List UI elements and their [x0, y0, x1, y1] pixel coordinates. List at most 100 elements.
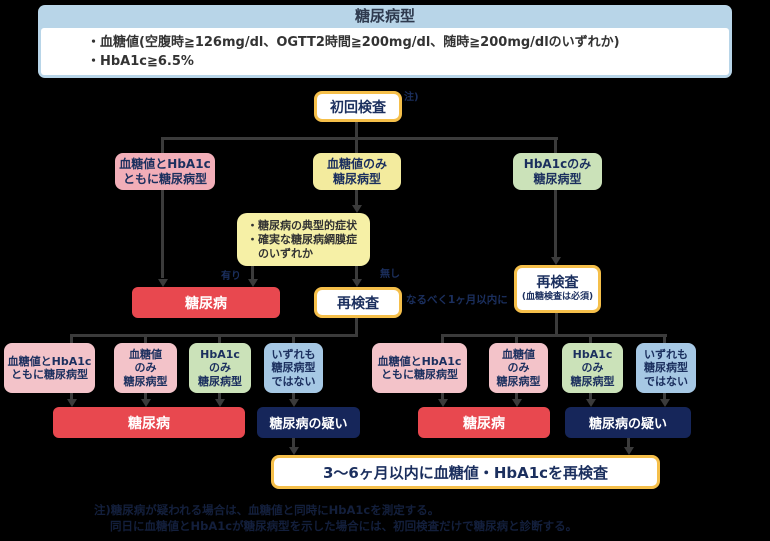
connector-line	[144, 336, 147, 344]
connector-line	[663, 336, 666, 344]
r2r-neither-line3: ではない	[644, 374, 688, 388]
row2-left-glucose-box: 血糖値 のみ 糖尿病型	[114, 343, 177, 393]
r2r-neither-line2: 糖尿病型	[644, 361, 688, 375]
r2l-neither-line3: ではない	[271, 374, 316, 388]
label-absent: 無し	[380, 269, 400, 280]
row2-right-hba1c-box: HbA1c のみ 糖尿病型	[562, 343, 623, 393]
connector-line	[355, 190, 358, 205]
diabetes-bottom-left-label: 糖尿病	[128, 415, 170, 432]
r2r-hba1c-line3: 糖尿病型	[570, 374, 615, 388]
connector-line	[355, 266, 358, 279]
connector-line	[554, 190, 557, 257]
connector-line	[663, 393, 666, 400]
r2r-hba1c-line1: HbA1c	[572, 347, 613, 361]
r2r-both-line2: ともに糖尿病型	[381, 368, 458, 381]
r2r-glucose-line3: 糖尿病型	[496, 374, 541, 388]
r2l-glucose-line1: 血糖値	[129, 347, 162, 361]
arrow-down-icon	[67, 399, 77, 407]
row1-glucose-only-box: 血糖値のみ 糖尿病型	[313, 153, 401, 190]
row1-both-line2: ともに糖尿病型	[122, 171, 207, 186]
arrow-down-icon	[352, 205, 362, 213]
r2l-neither-line1: いずれも	[271, 347, 316, 361]
suspect-right-label: 糖尿病の疑い	[588, 417, 667, 432]
connector-line	[144, 393, 147, 400]
r2l-hba1c-line3: 糖尿病型	[198, 374, 242, 388]
arrow-down-icon	[551, 257, 561, 265]
arrow-down-icon	[289, 399, 299, 407]
initial-exam-box: 初回検査	[314, 91, 402, 122]
connector-line	[161, 190, 164, 278]
connector-line	[161, 139, 164, 153]
connector-line	[218, 336, 221, 344]
connector-line	[515, 393, 518, 400]
connector-line	[589, 336, 592, 344]
arrow-down-icon	[248, 279, 258, 287]
row1-glucose-line2: 糖尿病型	[332, 171, 381, 186]
connector-line	[292, 438, 295, 448]
panel-title: 糖尿病型	[354, 7, 415, 25]
footnote-line2: 同日に血糖値とHbA1cが糖尿病型を示した場合には、初回検査だけで糖尿病と診断す…	[110, 519, 578, 533]
r2r-glucose-line1: 血糖値	[502, 347, 535, 361]
retest-right-label: 再検査	[536, 275, 579, 291]
note-mark: 注)	[404, 92, 419, 103]
arrow-down-icon	[438, 399, 448, 407]
symptoms-line2: ・確実な糖尿病網膜症	[247, 233, 357, 246]
criteria-bullet-hba1c: ・HbA1c≧6.5%	[87, 54, 194, 69]
row2-right-both-box: 血糖値とHbA1c ともに糖尿病型	[372, 343, 467, 393]
r2l-both-line2: ともに糖尿病型	[11, 368, 88, 381]
arrow-down-icon	[586, 399, 596, 407]
criteria-bullet-glucose: ・血糖値(空腹時≧126mg/dl、OGTT2時間≧200mg/dl、随時≧20…	[87, 35, 620, 50]
row2-left-both-box: 血糖値とHbA1c ともに糖尿病型	[4, 343, 95, 393]
row1-hba1c-only-box: HbA1cのみ 糖尿病型	[513, 153, 602, 190]
connector-line	[554, 139, 557, 153]
diabetes-mid-box: 糖尿病	[132, 287, 280, 318]
row1-hba1c-line1: HbA1cのみ	[523, 156, 592, 171]
diabetes-bottom-right-label: 糖尿病	[463, 415, 505, 432]
arrow-down-icon	[215, 399, 225, 407]
symptoms-line3: のいずれか	[247, 247, 313, 260]
retest-right-box: 再検査 (血糖検査は必須)	[514, 265, 601, 313]
r2l-hba1c-line2: のみ	[209, 361, 231, 375]
connector-line	[515, 336, 518, 344]
arrow-down-icon	[289, 447, 299, 455]
r2r-neither-line1: いずれも	[644, 347, 688, 361]
connector-line	[355, 139, 358, 153]
connector-line	[251, 266, 254, 279]
connector-line	[70, 393, 73, 400]
connector-line	[292, 336, 295, 344]
r2l-both-line1: 血糖値とHbA1c	[7, 354, 92, 368]
arrow-down-icon	[660, 399, 670, 407]
diabetes-bottom-right-box: 糖尿病	[418, 407, 550, 438]
r2l-neither-line2: 糖尿病型	[271, 361, 316, 375]
connector-line	[627, 438, 630, 448]
arrow-down-icon	[141, 399, 151, 407]
final-retest-box: 3〜6ヶ月以内に血糖値・HbA1cを再検査	[271, 455, 660, 489]
diabetes-bottom-left-box: 糖尿病	[53, 407, 245, 438]
connector-line	[161, 137, 558, 140]
row1-both-box: 血糖値とHbA1c ともに糖尿病型	[115, 153, 215, 190]
r2r-glucose-line2: のみ	[507, 361, 530, 375]
retest-left-box: 再検査	[314, 287, 402, 318]
criteria-panel: 糖尿病型 ・血糖値(空腹時≧126mg/dl、OGTT2時間≧200mg/dl、…	[38, 5, 732, 78]
connector-line	[292, 393, 295, 400]
arrow-down-icon	[352, 279, 362, 287]
connector-line	[441, 393, 444, 400]
suspect-left-box: 糖尿病の疑い	[257, 407, 360, 438]
connector-line	[70, 334, 358, 337]
label-present: 有り	[221, 271, 241, 282]
criteria-list: ・血糖値(空腹時≧126mg/dl、OGTT2時間≧200mg/dl、随時≧20…	[41, 28, 729, 75]
connector-line	[218, 393, 221, 400]
footnote-line1: 注)糖尿病が疑われる場合は、血糖値と同時にHbA1cを測定する。	[94, 503, 440, 517]
diabetes-mid-label: 糖尿病	[185, 295, 227, 312]
connector-line	[441, 334, 667, 337]
retest-left-label: 再検査	[337, 295, 379, 312]
row2-left-neither-box: いずれも 糖尿病型 ではない	[264, 343, 323, 393]
r2r-hba1c-line2: のみ	[581, 361, 604, 375]
row2-right-glucose-box: 血糖値 のみ 糖尿病型	[489, 343, 548, 393]
r2l-glucose-line3: 糖尿病型	[123, 374, 168, 388]
final-retest-label: 3〜6ヶ月以内に血糖値・HbA1cを再検査	[322, 463, 609, 482]
r2l-hba1c-line1: HbA1c	[200, 347, 240, 361]
row2-right-neither-box: いずれも 糖尿病型 ではない	[636, 343, 696, 393]
retest-right-sublabel: (血糖検査は必須)	[521, 292, 594, 302]
